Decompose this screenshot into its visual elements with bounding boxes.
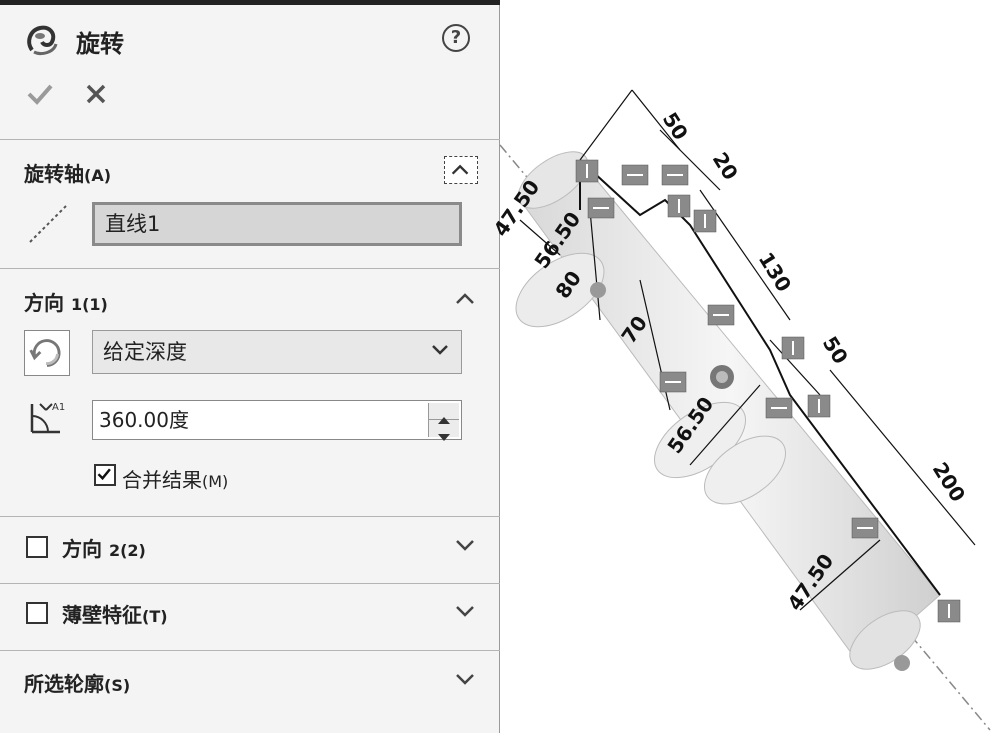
chevron-down-icon[interactable]: [454, 672, 476, 686]
checkmark-icon: [97, 468, 111, 481]
triangle-up-icon: [438, 417, 450, 424]
graphics-viewport[interactable]: 50 20 47.50 56.50 80 70 130 50 56.50 200…: [488, 0, 991, 733]
triangle-down-icon: [438, 434, 450, 441]
chevron-down-icon[interactable]: [454, 538, 476, 552]
end-condition-value: 给定深度: [103, 340, 187, 364]
angle-icon: A1: [30, 402, 65, 434]
property-manager-panel: 旋转 ? 旋转轴(A) 直线1 方向 1(1) 给定深度: [0, 0, 500, 733]
divider: [0, 516, 500, 517]
direction1-label: 方向: [24, 291, 64, 315]
panel-top-bar: [0, 0, 500, 5]
divider: [0, 268, 500, 269]
svg-text:A1: A1: [52, 402, 65, 413]
thin-feature-title[interactable]: 薄壁特征(T): [62, 599, 168, 628]
end-condition-select[interactable]: 给定深度: [92, 330, 462, 374]
feature-title: 旋转: [76, 30, 124, 58]
thin-feature-suffix: (T): [142, 607, 168, 626]
axis-selection-field[interactable]: 直线1: [92, 202, 462, 246]
merge-result-suffix: (M): [202, 472, 229, 491]
direction1-suffix: 1(1): [70, 295, 108, 314]
revolve-feature-icon: [27, 25, 58, 56]
merge-result-text: 合并结果: [122, 468, 202, 492]
checkmark-icon[interactable]: [26, 80, 54, 108]
direction2-title[interactable]: 方向 2(2): [62, 533, 146, 562]
direction2-suffix: 2(2): [108, 541, 146, 560]
feature-header: 旋转 ?: [24, 20, 474, 60]
help-icon[interactable]: ?: [442, 24, 470, 52]
direction2-label: 方向: [62, 537, 102, 561]
dimension-label[interactable]: 130: [754, 248, 796, 296]
dimension-lines: [519, 89, 976, 611]
shaft-body: [515, 151, 941, 670]
divider: [0, 139, 500, 140]
direction1-section-title[interactable]: 方向 1(1): [24, 287, 108, 316]
angle-spinner[interactable]: [428, 403, 459, 441]
thin-feature-label: 薄壁特征: [62, 603, 142, 627]
dimension-label[interactable]: 50: [818, 332, 853, 368]
thin-feature-checkbox[interactable]: [26, 602, 48, 624]
selected-contours-suffix: (S): [104, 676, 131, 695]
selected-contours-label: 所选轮廓: [24, 672, 104, 696]
axis-section-suffix: (A): [84, 166, 112, 185]
origin-marker: [590, 282, 910, 671]
angle-input[interactable]: 360.00度: [92, 400, 462, 441]
close-icon[interactable]: [82, 80, 110, 108]
axis-section-title[interactable]: 旋转轴(A): [24, 158, 111, 187]
merge-result-checkbox[interactable]: [94, 464, 116, 486]
axis-line-icon: [29, 205, 67, 243]
divider: [0, 650, 500, 651]
dimension-label[interactable]: 200: [928, 458, 970, 506]
dimension-label[interactable]: 50: [658, 108, 693, 144]
divider: [0, 583, 500, 584]
merge-result-label: 合并结果(M): [122, 464, 228, 493]
selected-contours-title[interactable]: 所选轮廓(S): [24, 668, 130, 697]
angle-value: 360.00度: [99, 408, 189, 432]
chevron-up-icon: [451, 164, 469, 175]
reverse-direction-icon[interactable]: [24, 330, 70, 376]
spin-up-button[interactable]: [429, 403, 459, 424]
dimension-label[interactable]: 20: [708, 148, 743, 184]
collapse-button[interactable]: [444, 156, 478, 184]
spin-down-button[interactable]: [429, 420, 459, 441]
sketch-relation-glyphs: [586, 164, 950, 618]
axis-section-label: 旋转轴: [24, 162, 84, 186]
chevron-down-icon: [432, 345, 448, 355]
direction2-checkbox[interactable]: [26, 536, 48, 558]
chevron-up-icon[interactable]: [454, 292, 476, 306]
chevron-down-icon[interactable]: [454, 604, 476, 618]
